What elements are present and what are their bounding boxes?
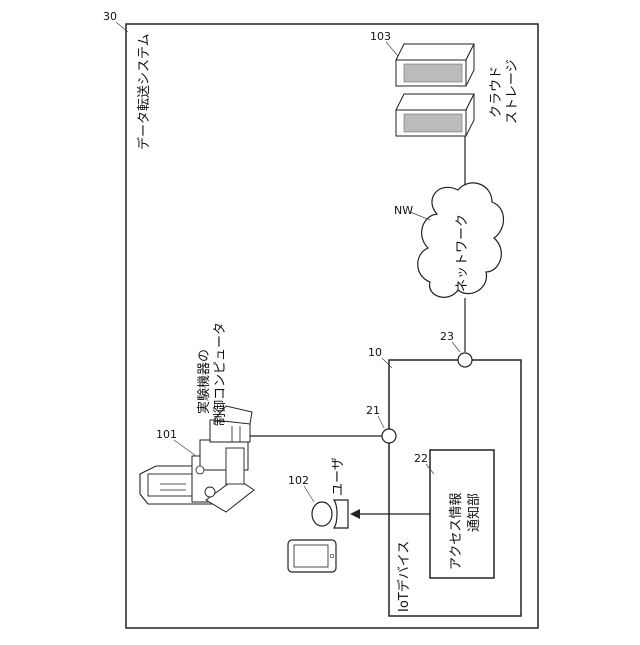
- terminal-23-ref: 23: [440, 330, 454, 343]
- user-ref-leader: [304, 486, 314, 502]
- system-title: データ転送システム: [136, 33, 152, 150]
- network-ref: NW: [394, 204, 413, 217]
- smartphone-icon: [288, 540, 336, 572]
- iot-device-label: IoTデバイス: [396, 541, 412, 612]
- control-computer-label-2: 制御コンピュータ: [213, 322, 228, 426]
- server-unit-upper: [396, 44, 474, 86]
- terminal-23-ref-leader: [452, 342, 460, 352]
- access-notifier-label-1: アクセス情報: [449, 493, 464, 570]
- cloud-storage-ref-leader: [386, 42, 398, 56]
- server-unit-lower: [396, 94, 474, 136]
- notify-arrowhead-icon: [350, 509, 360, 519]
- terminal-21-icon: [382, 429, 396, 443]
- control-computer-ref-leader: [174, 440, 196, 456]
- terminal-21-ref: 21: [366, 404, 380, 417]
- cloud-storage-servers: [396, 44, 474, 136]
- cloud-storage-label-1: クラウド: [489, 66, 504, 118]
- iot-device-ref: 10: [368, 346, 382, 359]
- user-ref: 102: [288, 474, 309, 487]
- access-notifier-label-2: 通知部: [466, 493, 482, 532]
- system-ref: 30: [103, 10, 117, 23]
- terminal-23-icon: [458, 353, 472, 367]
- control-computer-ref: 101: [156, 428, 177, 441]
- user-icon: [312, 500, 348, 528]
- user-label: ユーザ: [331, 457, 346, 496]
- cloud-storage-ref: 103: [370, 30, 391, 43]
- cloud-storage-label-2: ストレージ: [505, 59, 520, 124]
- terminal-21-ref-leader: [378, 416, 384, 428]
- control-computer-label-1: 実験機器の: [196, 349, 212, 414]
- access-notifier-ref: 22: [414, 452, 428, 465]
- control-computer-icon: [140, 406, 254, 512]
- network-label: ネットワーク: [455, 214, 470, 292]
